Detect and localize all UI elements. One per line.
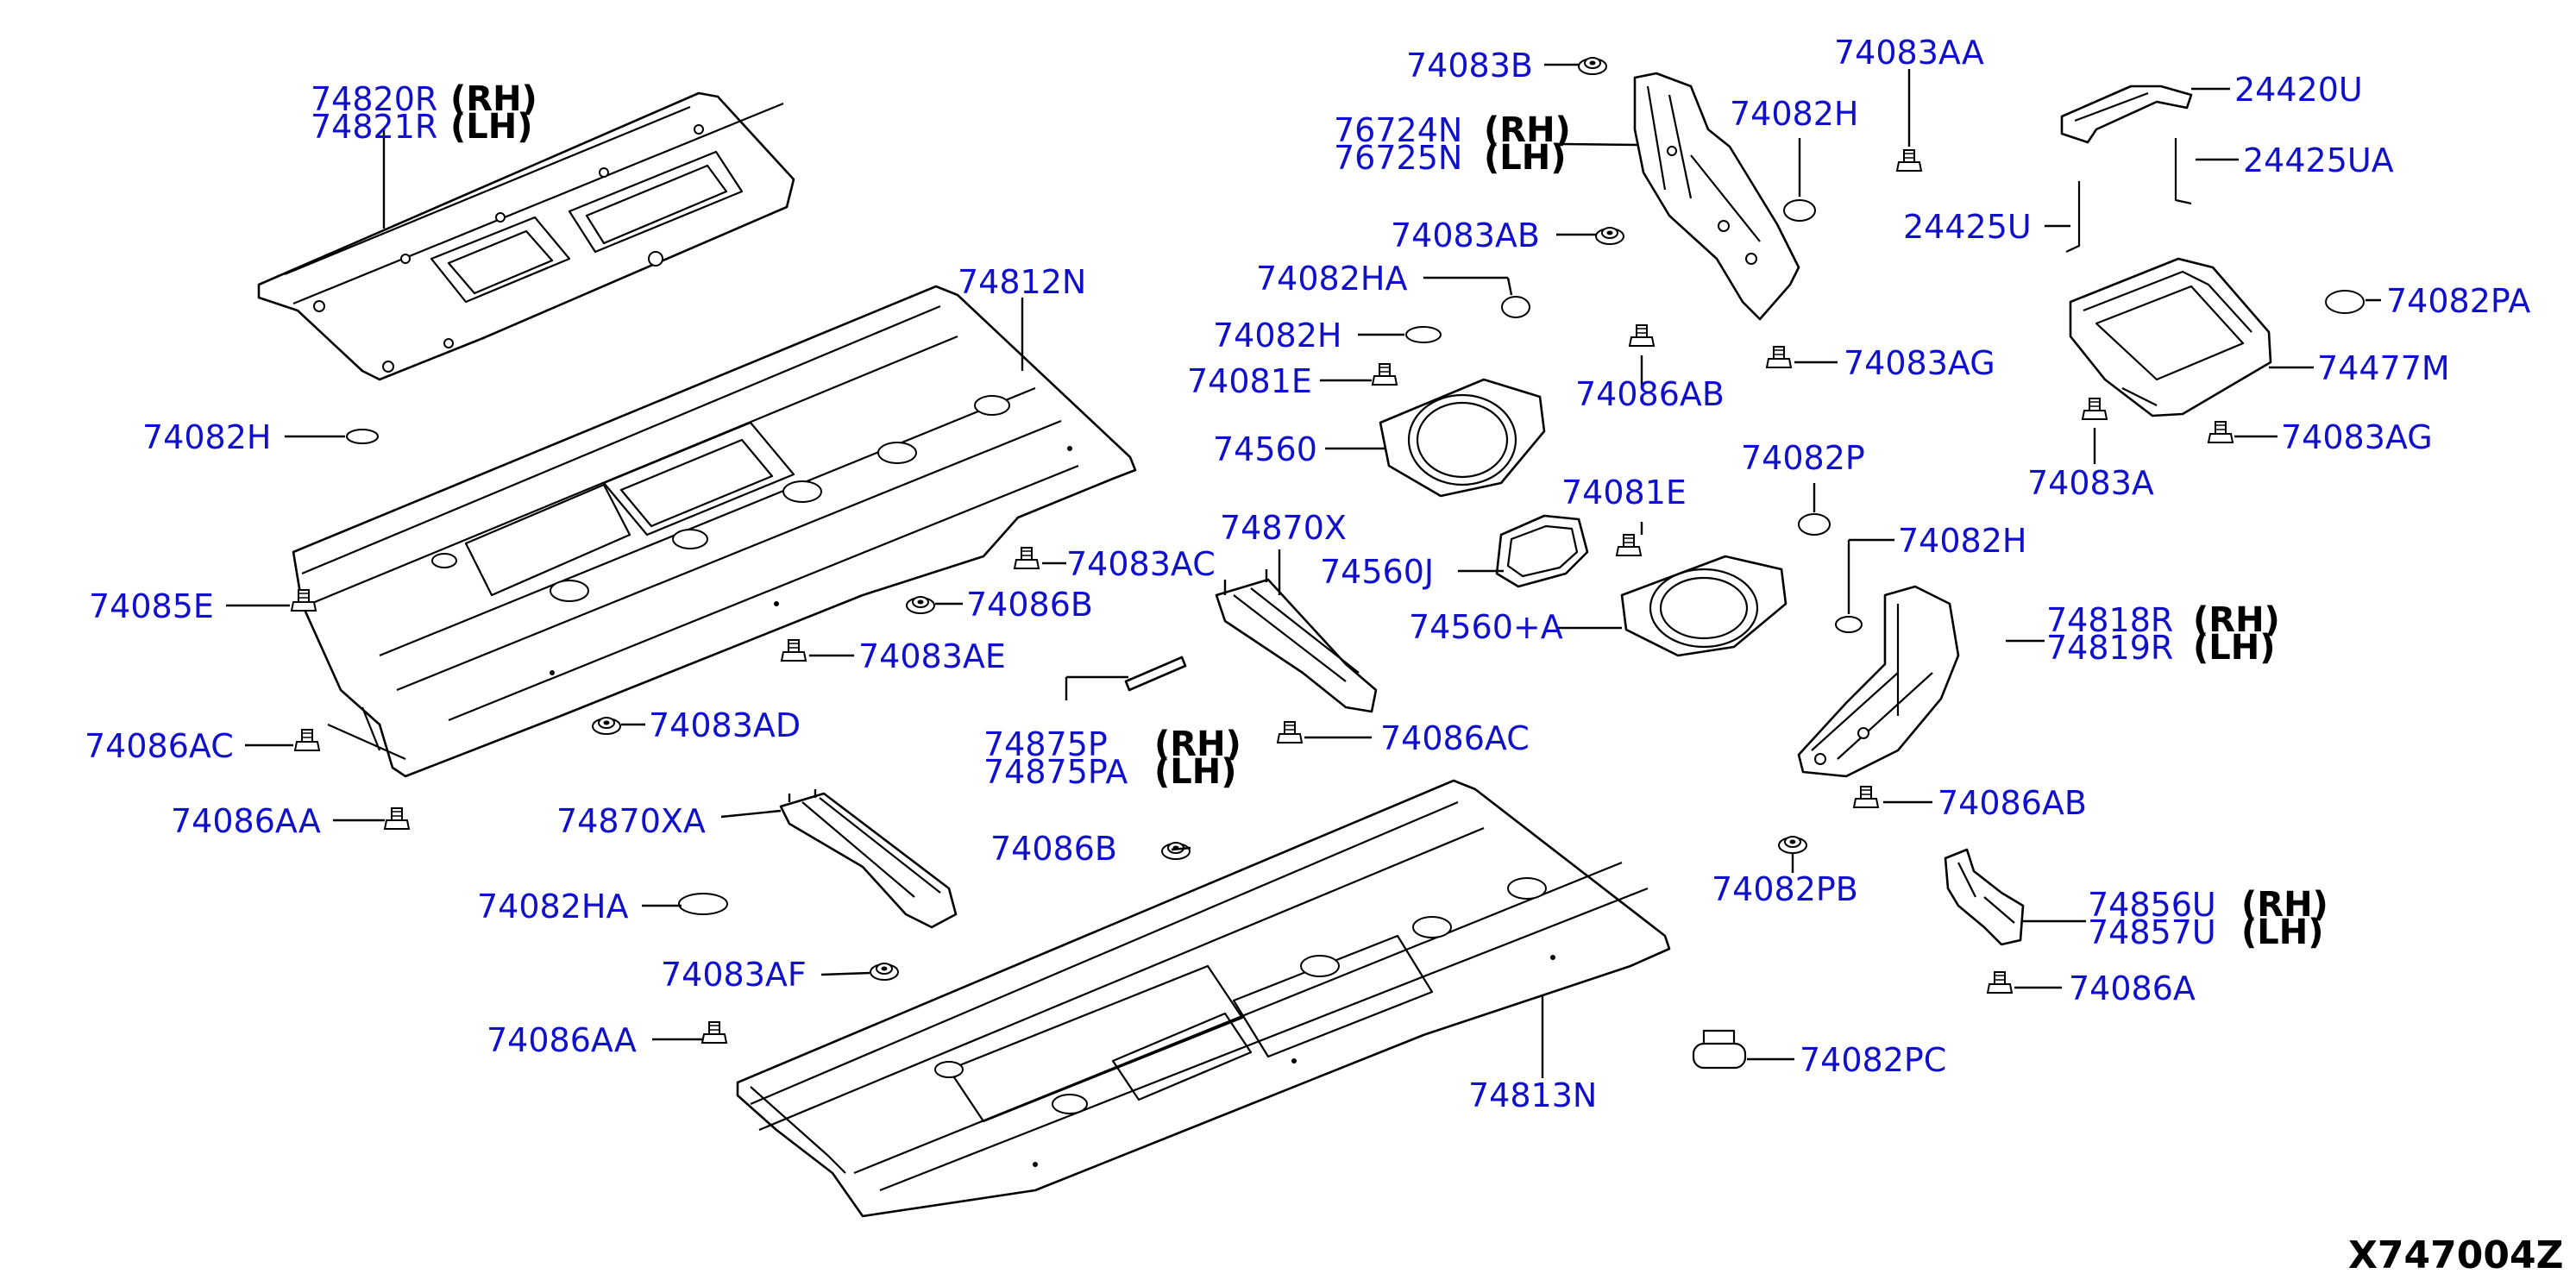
part-labels: 74820R (RH) 74821R (LH) 74812N 74082H 74… <box>85 34 2564 1277</box>
label-74085E: 74085E <box>89 587 214 625</box>
label-74082H-right: 74082H <box>1898 522 2026 560</box>
label-74819R: 74819R <box>2046 629 2173 667</box>
label-74812N: 74812N <box>958 263 1086 301</box>
label-74083AG-right: 74083AG <box>2281 418 2433 456</box>
label-74082PA: 74082PA <box>2386 282 2530 320</box>
label-74082HA-upper: 74082HA <box>1256 260 1407 298</box>
seal-74560A-drawing <box>1620 555 1787 657</box>
label-74857U: 74857U <box>2088 913 2216 951</box>
label-74081E-right: 74081E <box>1561 474 1687 511</box>
leader-lines <box>226 63 2381 1078</box>
label-74086AB-lower: 74086AB <box>1938 784 2087 822</box>
label-74086AA-upper: 74086AA <box>171 802 321 840</box>
label-24425UA: 24425UA <box>2243 141 2394 179</box>
label-74083AB: 74083AB <box>1391 216 1540 254</box>
label-74818R: 74818R <box>2046 601 2173 639</box>
label-74083AF: 74083AF <box>661 956 807 994</box>
label-76725N-lh: (LH) <box>1484 138 1567 178</box>
label-74082PC: 74082PC <box>1800 1041 1946 1079</box>
label-74819R-lh: (LH) <box>2193 628 2276 668</box>
fastener-symbols <box>291 57 2365 1070</box>
label-74083AE: 74083AE <box>858 637 1006 675</box>
label-74082PB: 74082PB <box>1712 870 1858 908</box>
label-74560: 74560 <box>1213 430 1317 468</box>
label-74875P-rh: (RH) <box>1154 725 1241 764</box>
label-74820R-rh: (RH) <box>450 79 537 119</box>
label-74818R-rh: (RH) <box>2193 600 2280 640</box>
label-76724N: 76724N <box>1334 111 1462 149</box>
tray-74477M-drawing <box>2069 257 2272 417</box>
gasket-74560J-drawing <box>1495 514 1589 588</box>
bracket-24420U-drawing <box>2060 85 2193 144</box>
floor-panel-74812N-drawing <box>292 285 1137 778</box>
cover-74820R-drawing <box>257 91 795 381</box>
label-24420U: 24420U <box>2234 71 2363 109</box>
label-74083B: 74083B <box>1406 47 1533 85</box>
label-74477M: 74477M <box>2317 349 2450 387</box>
bracket-76724N-drawing <box>1633 72 1800 321</box>
label-74086AC-left: 74086AC <box>85 727 234 765</box>
label-74086B-upper: 74086B <box>966 586 1093 624</box>
label-74875P: 74875P <box>983 725 1108 763</box>
label-74813N: 74813N <box>1468 1076 1597 1114</box>
label-74082H-middle: 74082H <box>1213 317 1341 355</box>
label-74857U-lh: (LH) <box>2241 913 2324 952</box>
cross-member-74870XA-drawing <box>779 789 958 929</box>
label-74856U-rh: (RH) <box>2241 885 2328 925</box>
label-74870XA: 74870XA <box>556 802 706 840</box>
label-74875PA: 74875PA <box>983 753 1128 791</box>
label-74083AA: 74083AA <box>1834 34 1984 72</box>
bracket-74856U-drawing <box>1944 848 2025 946</box>
label-74083AC: 74083AC <box>1066 545 1216 583</box>
label-74560A: 74560+A <box>1409 608 1563 646</box>
label-74081E-left: 74081E <box>1187 362 1312 400</box>
label-74821R-lh: (LH) <box>450 107 533 147</box>
label-74086AB-upper: 74086AB <box>1575 375 1725 413</box>
label-76725N: 76725N <box>1334 139 1462 177</box>
label-24425U: 24425U <box>1903 208 2032 246</box>
label-74820R: 74820R <box>311 80 437 118</box>
label-74560J: 74560J <box>1320 553 1434 591</box>
label-74082HA-lower: 74082HA <box>477 888 628 925</box>
label-74086AC-middle: 74086AC <box>1380 719 1530 757</box>
floor-panel-74813N-drawing <box>736 779 1671 1218</box>
rod-24425UA-drawing <box>2174 138 2192 205</box>
label-74083A: 74083A <box>2027 464 2154 502</box>
label-76724N-rh: (RH) <box>1484 110 1571 150</box>
label-74086AA-lower: 74086AA <box>487 1021 637 1059</box>
label-74821R: 74821R <box>311 108 437 146</box>
bracket-74818R-drawing <box>1797 585 1960 778</box>
cross-member-74870X-drawing <box>1215 569 1378 713</box>
label-74083AD: 74083AD <box>649 706 801 744</box>
label-74082H-left: 74082H <box>142 418 271 456</box>
label-74875PA-lh: (LH) <box>1154 752 1237 792</box>
label-74086A: 74086A <box>2069 969 2196 1007</box>
seal-74560-drawing <box>1379 378 1546 498</box>
label-74870X: 74870X <box>1220 509 1347 547</box>
label-74083AG-left: 74083AG <box>1844 344 1995 382</box>
rod-24425U-drawing <box>2065 181 2081 253</box>
rod-74875P-drawing <box>1124 656 1187 692</box>
label-74086B-lower: 74086B <box>990 830 1117 868</box>
diagram-code: X747004Z <box>2348 1233 2564 1277</box>
label-74856U: 74856U <box>2088 886 2216 924</box>
label-74082P: 74082P <box>1741 439 1865 477</box>
label-74082H-upper-right: 74082H <box>1730 95 1858 133</box>
